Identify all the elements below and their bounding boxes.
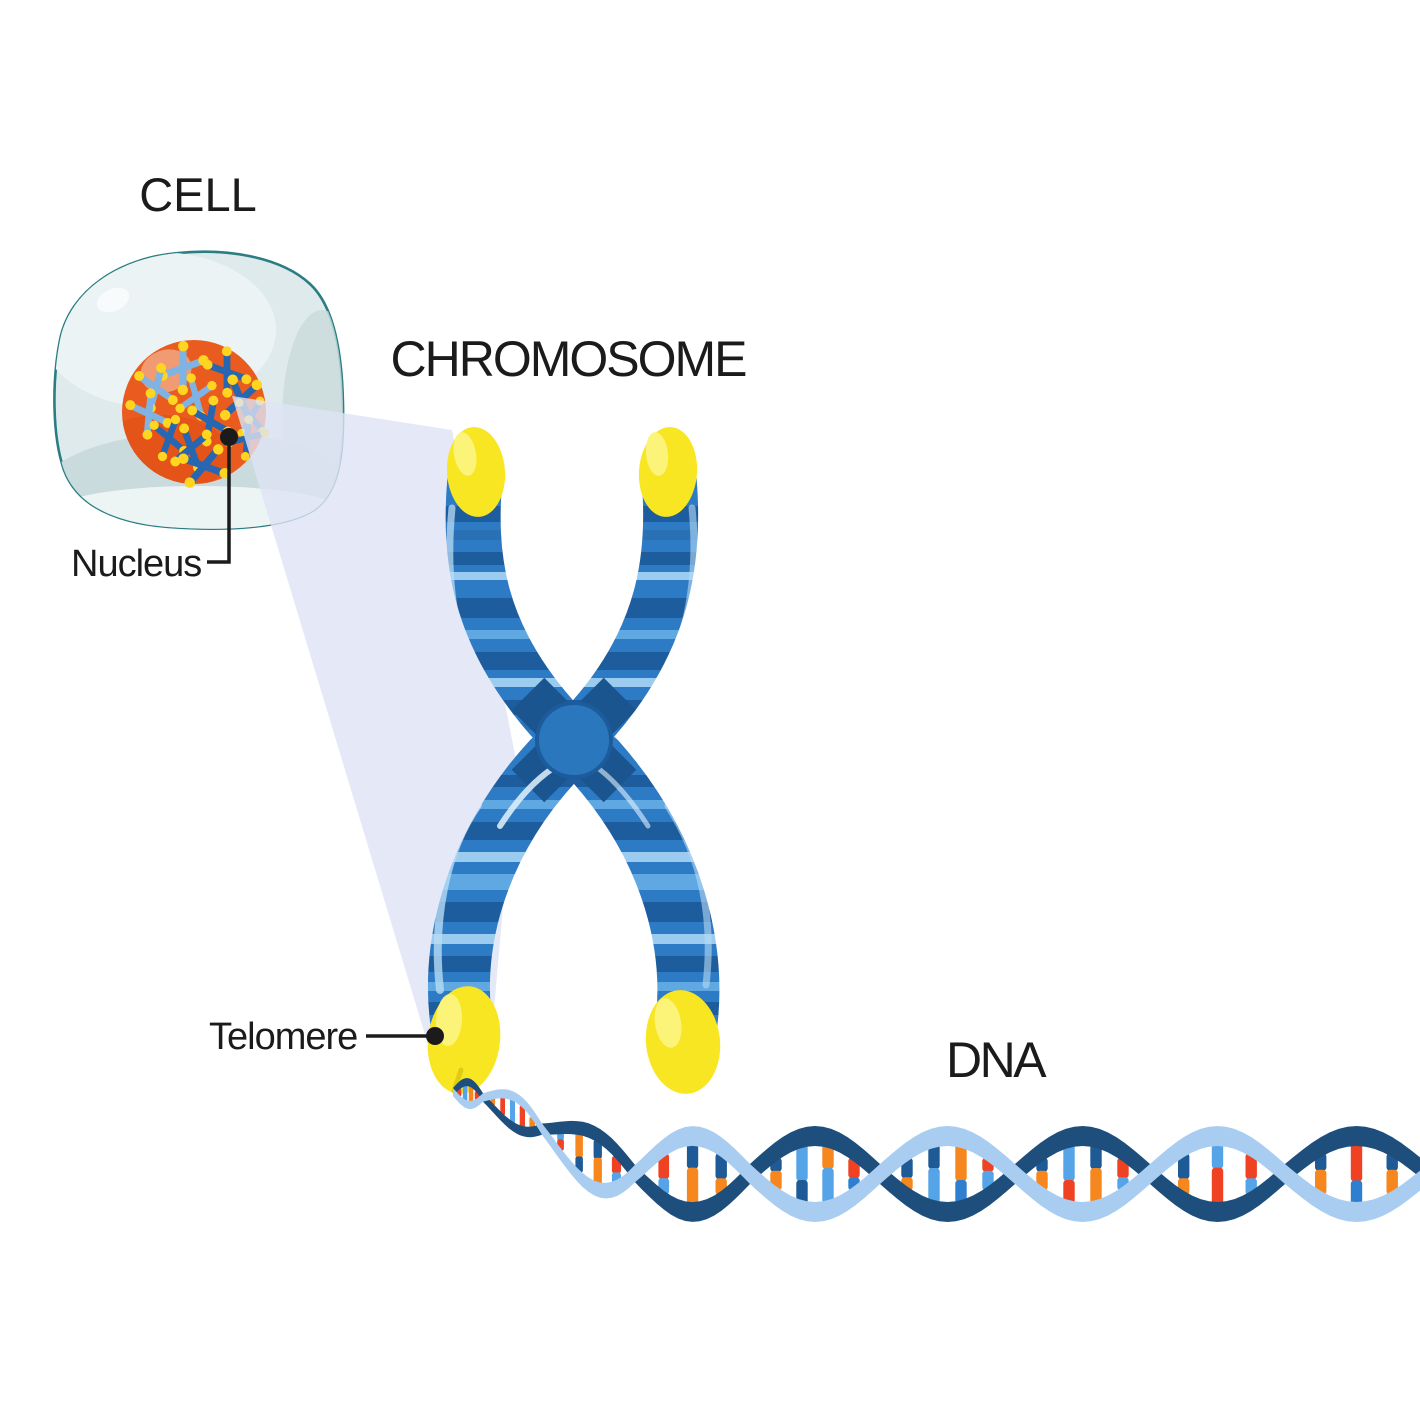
labels: CELL CHROMOSOME Nucleus Telomere DNA — [71, 168, 1050, 1088]
dna-strand-front — [453, 1088, 1420, 1222]
membrane-gloss-dot — [96, 287, 130, 313]
dna-label: DNA — [946, 1032, 1047, 1088]
cell-label: CELL — [139, 168, 257, 221]
chromosome-label: CHROMOSOME — [391, 331, 747, 387]
centromere — [535, 701, 613, 779]
chromosome-illustration — [380, 400, 780, 1120]
nucleus-pointer-line — [207, 441, 231, 564]
nucleus-label: Nucleus — [71, 543, 201, 585]
telomere-caps — [427, 427, 721, 1094]
telomere-label: Telomere — [209, 1016, 357, 1058]
chromosome-glosses — [433, 504, 712, 994]
nucleus-pointer-dot — [220, 428, 238, 446]
telomere-pointer-dot — [426, 1027, 444, 1045]
dna-illustration — [451, 1067, 1420, 1222]
